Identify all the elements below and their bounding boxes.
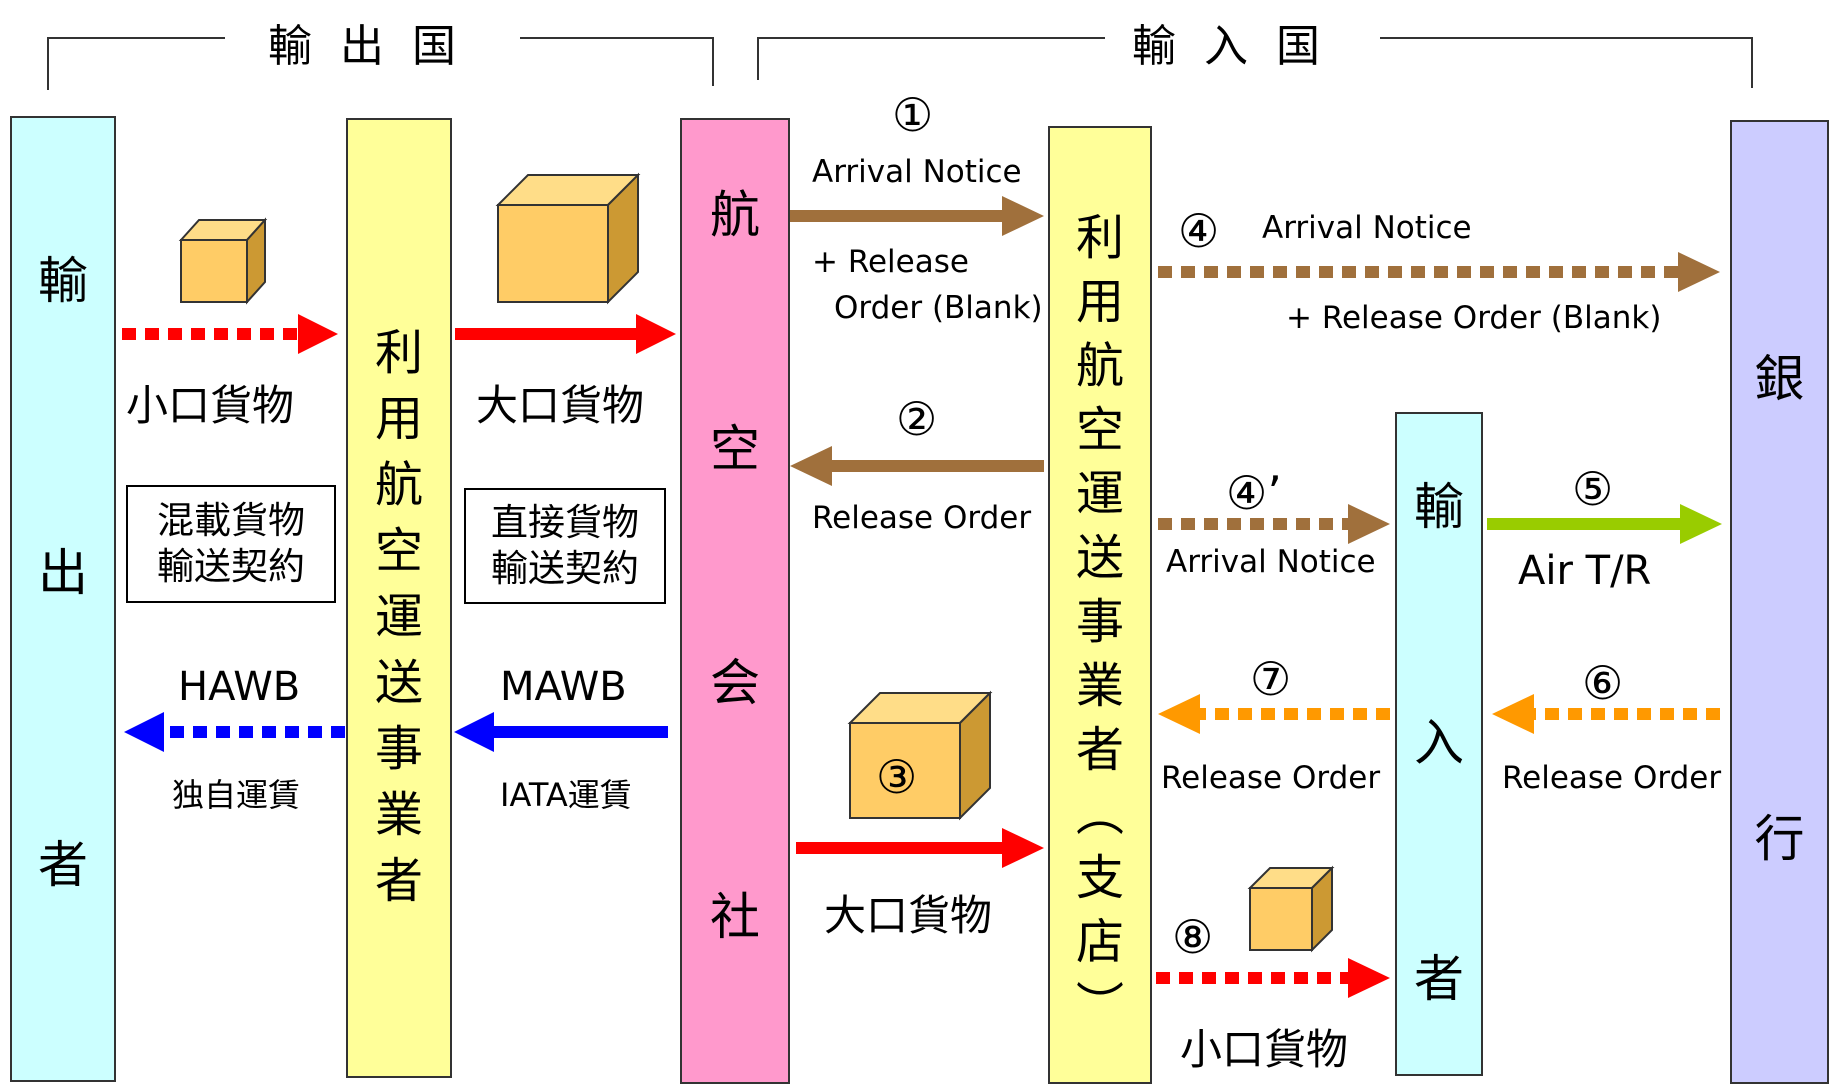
box-line: 輸送契約 [157, 545, 305, 588]
column-char: 者 [1075, 722, 1124, 778]
column-char: 送 [374, 655, 423, 711]
column-airline: 航 空 会 社 [680, 118, 790, 1084]
cargo-box-large-export [495, 172, 641, 305]
arrow-hawb [124, 712, 345, 752]
column-char: 事 [1075, 594, 1124, 650]
box-line: 輸送契約 [491, 547, 639, 590]
step1-release-line2: Order (Blank) [834, 290, 1043, 326]
step8-small-cargo: 小口貨物 [1180, 1025, 1349, 1074]
step2-release-order: Release Order [812, 500, 1032, 536]
column-char: 空 [1075, 402, 1124, 458]
step4p-number: ④’ [1226, 466, 1282, 520]
arrow-small-cargo-export [122, 314, 338, 354]
column-char: 入 [1414, 714, 1464, 772]
arrow-step6 [1492, 694, 1720, 734]
column-char: 行 [1754, 810, 1805, 868]
step4p-arrival-notice: Arrival Notice [1166, 544, 1376, 580]
cargo-box-step3 [847, 690, 993, 821]
step1-number: ① [892, 88, 934, 142]
consolidated-contract-box: 混載貨物 輸送契約 [126, 485, 336, 603]
column-char: 利 [374, 325, 423, 381]
arrow-step8 [1156, 958, 1390, 998]
step6-number: ⑥ [1582, 656, 1624, 710]
label-large-cargo-export: 大口貨物 [476, 381, 645, 430]
column-char: 支 [1075, 850, 1124, 906]
column-char: 用 [1075, 274, 1124, 330]
column-char: 用 [374, 391, 423, 447]
column-label: 利用航空運送事業者 ︵ 支店 ︶ [1076, 206, 1124, 1038]
column-char: 会 [710, 654, 760, 712]
step6-release-order: Release Order [1502, 760, 1722, 796]
column-char: 航 [1075, 338, 1124, 394]
column-char: 業 [374, 787, 423, 843]
arrow-step4 [1158, 252, 1720, 292]
arrow-step2 [790, 446, 1044, 486]
step7-number: ⑦ [1250, 652, 1292, 706]
column-forwarder-export: 利用航空運送事業者 [346, 118, 452, 1078]
step5-air-tr: Air T/R [1518, 548, 1652, 594]
column-char: 送 [1075, 530, 1124, 586]
cargo-box-small-export [178, 217, 268, 305]
label-iata-rate: IATA運賃 [500, 776, 632, 814]
column-char: 者 [374, 853, 423, 909]
step4-arrival-notice: Arrival Notice [1262, 210, 1472, 246]
column-importer: 輸 入 者 [1395, 412, 1483, 1076]
column-char: 社 [710, 888, 760, 946]
column-forwarder-import: 利用航空運送事業者 ︵ 支店 ︶ [1048, 126, 1152, 1084]
step3-large-cargo: 大口貨物 [824, 891, 993, 940]
arrow-step3 [796, 828, 1044, 868]
column-char: 店 [1075, 914, 1124, 970]
column-char: 銀 [1754, 350, 1805, 408]
step8-number: ⑧ [1172, 910, 1214, 964]
import-country-label: 輸 入 国 [1132, 21, 1320, 72]
direct-contract-box: 直接貨物 輸送契約 [464, 488, 666, 604]
column-char: 者 [1414, 950, 1464, 1008]
column-char: ︶ [1075, 978, 1124, 1034]
column-char: 空 [710, 420, 760, 478]
step3-number: ③ [876, 750, 918, 804]
column-char: 航 [710, 186, 760, 244]
column-bank: 銀 行 [1730, 120, 1829, 1084]
column-char: 航 [374, 457, 423, 513]
label-small-cargo-export: 小口貨物 [126, 381, 295, 430]
step2-number: ② [896, 392, 938, 446]
column-char: 利 [1075, 210, 1124, 266]
column-char: 事 [374, 721, 423, 777]
column-char: 運 [1075, 466, 1124, 522]
region-brackets [47, 37, 1753, 90]
column-char: 輸 [1414, 478, 1464, 536]
column-char: 出 [38, 544, 88, 602]
column-char: ︵ [1075, 786, 1124, 842]
label-own-rate: 独自運賃 [172, 776, 301, 814]
step4-release-blank: + Release Order (Blank) [1286, 300, 1662, 336]
arrow-step5 [1487, 504, 1722, 544]
cargo-box-step8 [1247, 865, 1335, 953]
box-line: 直接貨物 [491, 500, 639, 544]
arrow-step7 [1158, 694, 1390, 734]
column-char: 者 [38, 836, 88, 894]
column-char: 業 [1075, 658, 1124, 714]
arrow-large-cargo-export [455, 314, 676, 354]
step1-release-line1: + Release [812, 244, 969, 280]
label-mawb: MAWB [500, 664, 627, 710]
step5-number: ⑤ [1572, 462, 1614, 516]
export-country-label: 輸 出 国 [268, 21, 456, 72]
label-hawb: HAWB [178, 664, 301, 710]
arrow-mawb [454, 712, 668, 752]
arrow-step1 [790, 196, 1044, 236]
box-line: 混載貨物 [157, 498, 305, 542]
column-char: 輸 [38, 252, 88, 310]
column-char: 運 [374, 589, 423, 645]
column-exporter: 輸 出 者 [10, 116, 116, 1082]
step1-arrival-notice: Arrival Notice [812, 154, 1022, 190]
step7-release-order: Release Order [1161, 760, 1381, 796]
arrow-step4p [1158, 504, 1390, 544]
column-label: 利用航空運送事業者 [375, 320, 423, 914]
step4-number: ④ [1178, 204, 1220, 258]
column-char: 空 [374, 523, 423, 579]
